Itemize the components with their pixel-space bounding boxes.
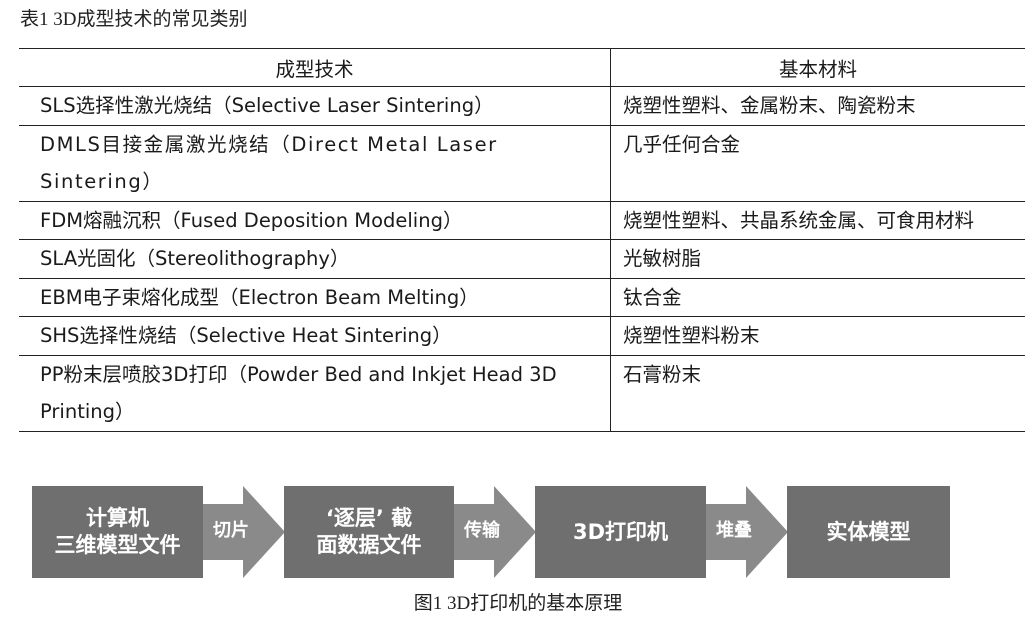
flow-box-solid-model: 实体模型 xyxy=(787,486,950,578)
cell-technology: FDM熔融沉积（Fused Deposition Modeling） xyxy=(19,201,611,240)
cell-material: 钛合金 xyxy=(610,278,1025,317)
flow-arrow-label: 切片 xyxy=(213,520,249,541)
flow-box-text: 实体模型 xyxy=(826,519,911,544)
arrow-shape-icon xyxy=(203,486,285,578)
flow-box-text: ‘逐层’ 截 xyxy=(325,506,413,530)
flow-arrow-transfer: 传输 xyxy=(454,486,536,578)
table-row: EBM电子束熔化成型（Electron Beam Melting） 钛合金 xyxy=(19,278,1025,317)
table-row: PP粉末层喷胶3D打印（Powder Bed and Inkjet Head 3… xyxy=(19,355,1025,432)
flow-box-layer-data: ‘逐层’ 截 面数据文件 xyxy=(284,486,454,578)
cell-technology: SHS选择性烧结（Selective Heat Sintering） xyxy=(19,316,611,356)
flow-arrow-label: 堆叠 xyxy=(716,520,752,541)
cell-technology: PP粉末层喷胶3D打印（Powder Bed and Inkjet Head 3… xyxy=(19,355,611,432)
cell-technology: DMLS目接金属激光烧结（Direct Metal Laser Sinterin… xyxy=(19,125,611,202)
cell-material: 烧塑性塑料、金属粉末、陶瓷粉末 xyxy=(610,86,1025,126)
cell-material: 烧塑性塑料粉末 xyxy=(610,316,1025,356)
table-caption: 表1 3D成型技术的常见类别 xyxy=(20,9,248,30)
flow-arrow-slice: 切片 xyxy=(203,486,285,578)
cell-technology: EBM电子束熔化成型（Electron Beam Melting） xyxy=(19,278,611,317)
cell-technology: SLA光固化（Stereolithography） xyxy=(19,239,611,279)
flow-box-computer-model: 计算机 三维模型文件 xyxy=(32,486,203,578)
cell-technology: SLS选择性激光烧结（Selective Laser Sintering） xyxy=(19,86,611,126)
header-material: 基本材料 xyxy=(610,48,1025,87)
table-row: FDM熔融沉积（Fused Deposition Modeling） 烧塑性塑料… xyxy=(19,201,1025,240)
flow-arrow-label: 传输 xyxy=(464,520,500,541)
figure-caption: 图1 3D打印机的基本原理 xyxy=(413,593,623,614)
flow-box-text: 面数据文件 xyxy=(316,533,422,557)
cell-material: 光敏树脂 xyxy=(610,239,1025,279)
arrow-shape-icon xyxy=(706,486,788,578)
table-row: SHS选择性烧结（Selective Heat Sintering） 烧塑性塑料… xyxy=(19,316,1025,356)
flow-box-text: 3D打印机 xyxy=(572,519,669,544)
table-row: DMLS目接金属激光烧结（Direct Metal Laser Sinterin… xyxy=(19,125,1025,202)
flow-box-text: 三维模型文件 xyxy=(54,533,181,557)
table-header-row: 成型技术 基本材料 xyxy=(19,48,1025,87)
header-technology: 成型技术 xyxy=(19,48,611,87)
cell-material: 石膏粉末 xyxy=(610,355,1025,432)
cell-material: 几乎任何合金 xyxy=(610,125,1025,202)
table-row: SLA光固化（Stereolithography） 光敏树脂 xyxy=(19,239,1025,279)
flow-box-3d-printer: 3D打印机 xyxy=(535,486,706,578)
arrow-shape-icon xyxy=(454,486,536,578)
technology-table: 成型技术 基本材料 SLS选择性激光烧结（Selective Laser Sin… xyxy=(19,48,1025,432)
flow-box-text: 计算机 xyxy=(86,506,149,530)
flow-arrow-stack: 堆叠 xyxy=(706,486,788,578)
table-row: SLS选择性激光烧结（Selective Laser Sintering） 烧塑… xyxy=(19,86,1025,126)
cell-material: 烧塑性塑料、共晶系统金属、可食用材料 xyxy=(610,201,1025,240)
process-flow-diagram: 计算机 三维模型文件 切片 ‘逐层’ 截 面数据文件 传输 3D打印机 堆叠 实… xyxy=(32,486,950,578)
